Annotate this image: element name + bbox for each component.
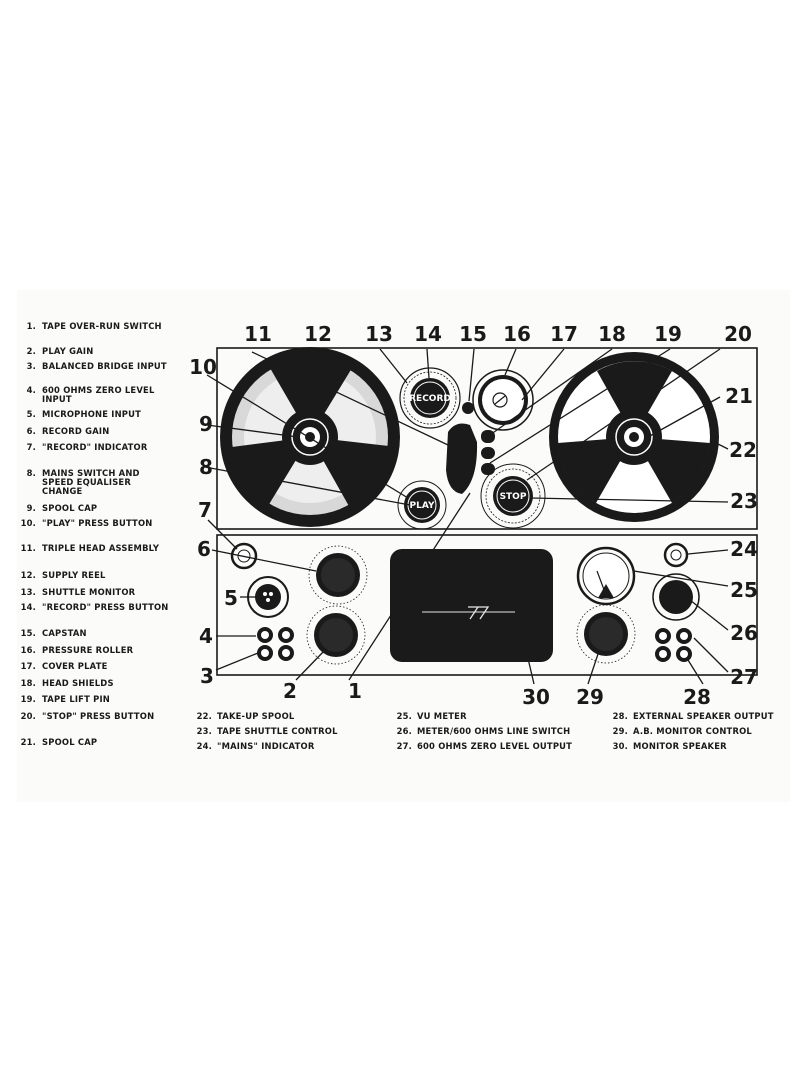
record-button[interactable]: RECORD	[409, 378, 451, 418]
callout-13: 13	[365, 322, 393, 346]
callout-6: 6	[197, 537, 211, 561]
callout-4: 4	[199, 624, 213, 648]
callout-15: 15	[459, 322, 487, 346]
callout-11: 11	[244, 322, 272, 346]
callout-30: 30	[522, 685, 550, 709]
lower-control-panel	[216, 534, 758, 676]
callout-20: 20	[724, 322, 752, 346]
callout-1: 1	[348, 679, 362, 703]
callout-21: 21	[725, 384, 753, 408]
callout-12: 12	[304, 322, 332, 346]
record-button-label: RECORD	[409, 394, 451, 404]
callout-2: 2	[283, 679, 297, 703]
leader-lines	[204, 348, 729, 685]
callout-22: 22	[729, 438, 757, 462]
callout-5: 5	[224, 586, 238, 610]
callout-7: 7	[198, 498, 212, 522]
callout-28: 28	[683, 685, 711, 709]
tape-shuttle-control[interactable]	[480, 463, 546, 529]
callout-10: 10	[189, 355, 217, 379]
callout-18: 18	[598, 322, 626, 346]
callout-25: 25	[730, 578, 758, 602]
upper-deck-panel	[216, 347, 758, 530]
callout-23: 23	[730, 489, 758, 513]
callout-27: 27	[730, 665, 758, 689]
ab-monitor-control-knob[interactable]	[576, 604, 636, 664]
callout-labels: 1 2 3 4 5 6 7 8 9 10 11 12 13 14 15 16 1…	[189, 322, 758, 709]
external-speaker-output-jacks[interactable]	[655, 646, 692, 662]
capstan	[462, 402, 474, 414]
play-button[interactable]: PLAY	[397, 480, 447, 530]
monitor-speaker	[390, 549, 553, 662]
shuttle-monitor-dial	[399, 367, 461, 429]
zero-level-input-jacks[interactable]	[257, 627, 294, 643]
mains-indicator	[663, 542, 689, 568]
stop-button[interactable]: STOP	[493, 476, 533, 516]
callout-16: 16	[503, 322, 531, 346]
triple-head-assembly	[446, 423, 478, 494]
callout-9: 9	[199, 412, 213, 436]
callout-3: 3	[200, 664, 214, 688]
vu-meter	[576, 546, 636, 606]
zero-level-output-jacks[interactable]	[655, 628, 692, 644]
callout-8: 8	[199, 455, 213, 479]
callout-24: 24	[730, 537, 758, 561]
callout-19: 19	[654, 322, 682, 346]
callout-26: 26	[730, 621, 758, 645]
balanced-bridge-input-jacks[interactable]	[257, 645, 294, 661]
play-gain-knob[interactable]	[306, 605, 366, 665]
meter-line-switch[interactable]	[652, 573, 700, 621]
callout-14: 14	[414, 322, 442, 346]
cover-plate	[482, 379, 524, 421]
spool-cap-right	[615, 418, 653, 456]
record-gain-knob[interactable]	[308, 545, 368, 605]
spool-cap-left	[291, 418, 329, 456]
callout-29: 29	[576, 685, 604, 709]
play-button-label: PLAY	[410, 501, 435, 511]
callout-17: 17	[550, 322, 578, 346]
stop-button-label: STOP	[500, 492, 527, 502]
microphone-input[interactable]	[247, 576, 289, 618]
